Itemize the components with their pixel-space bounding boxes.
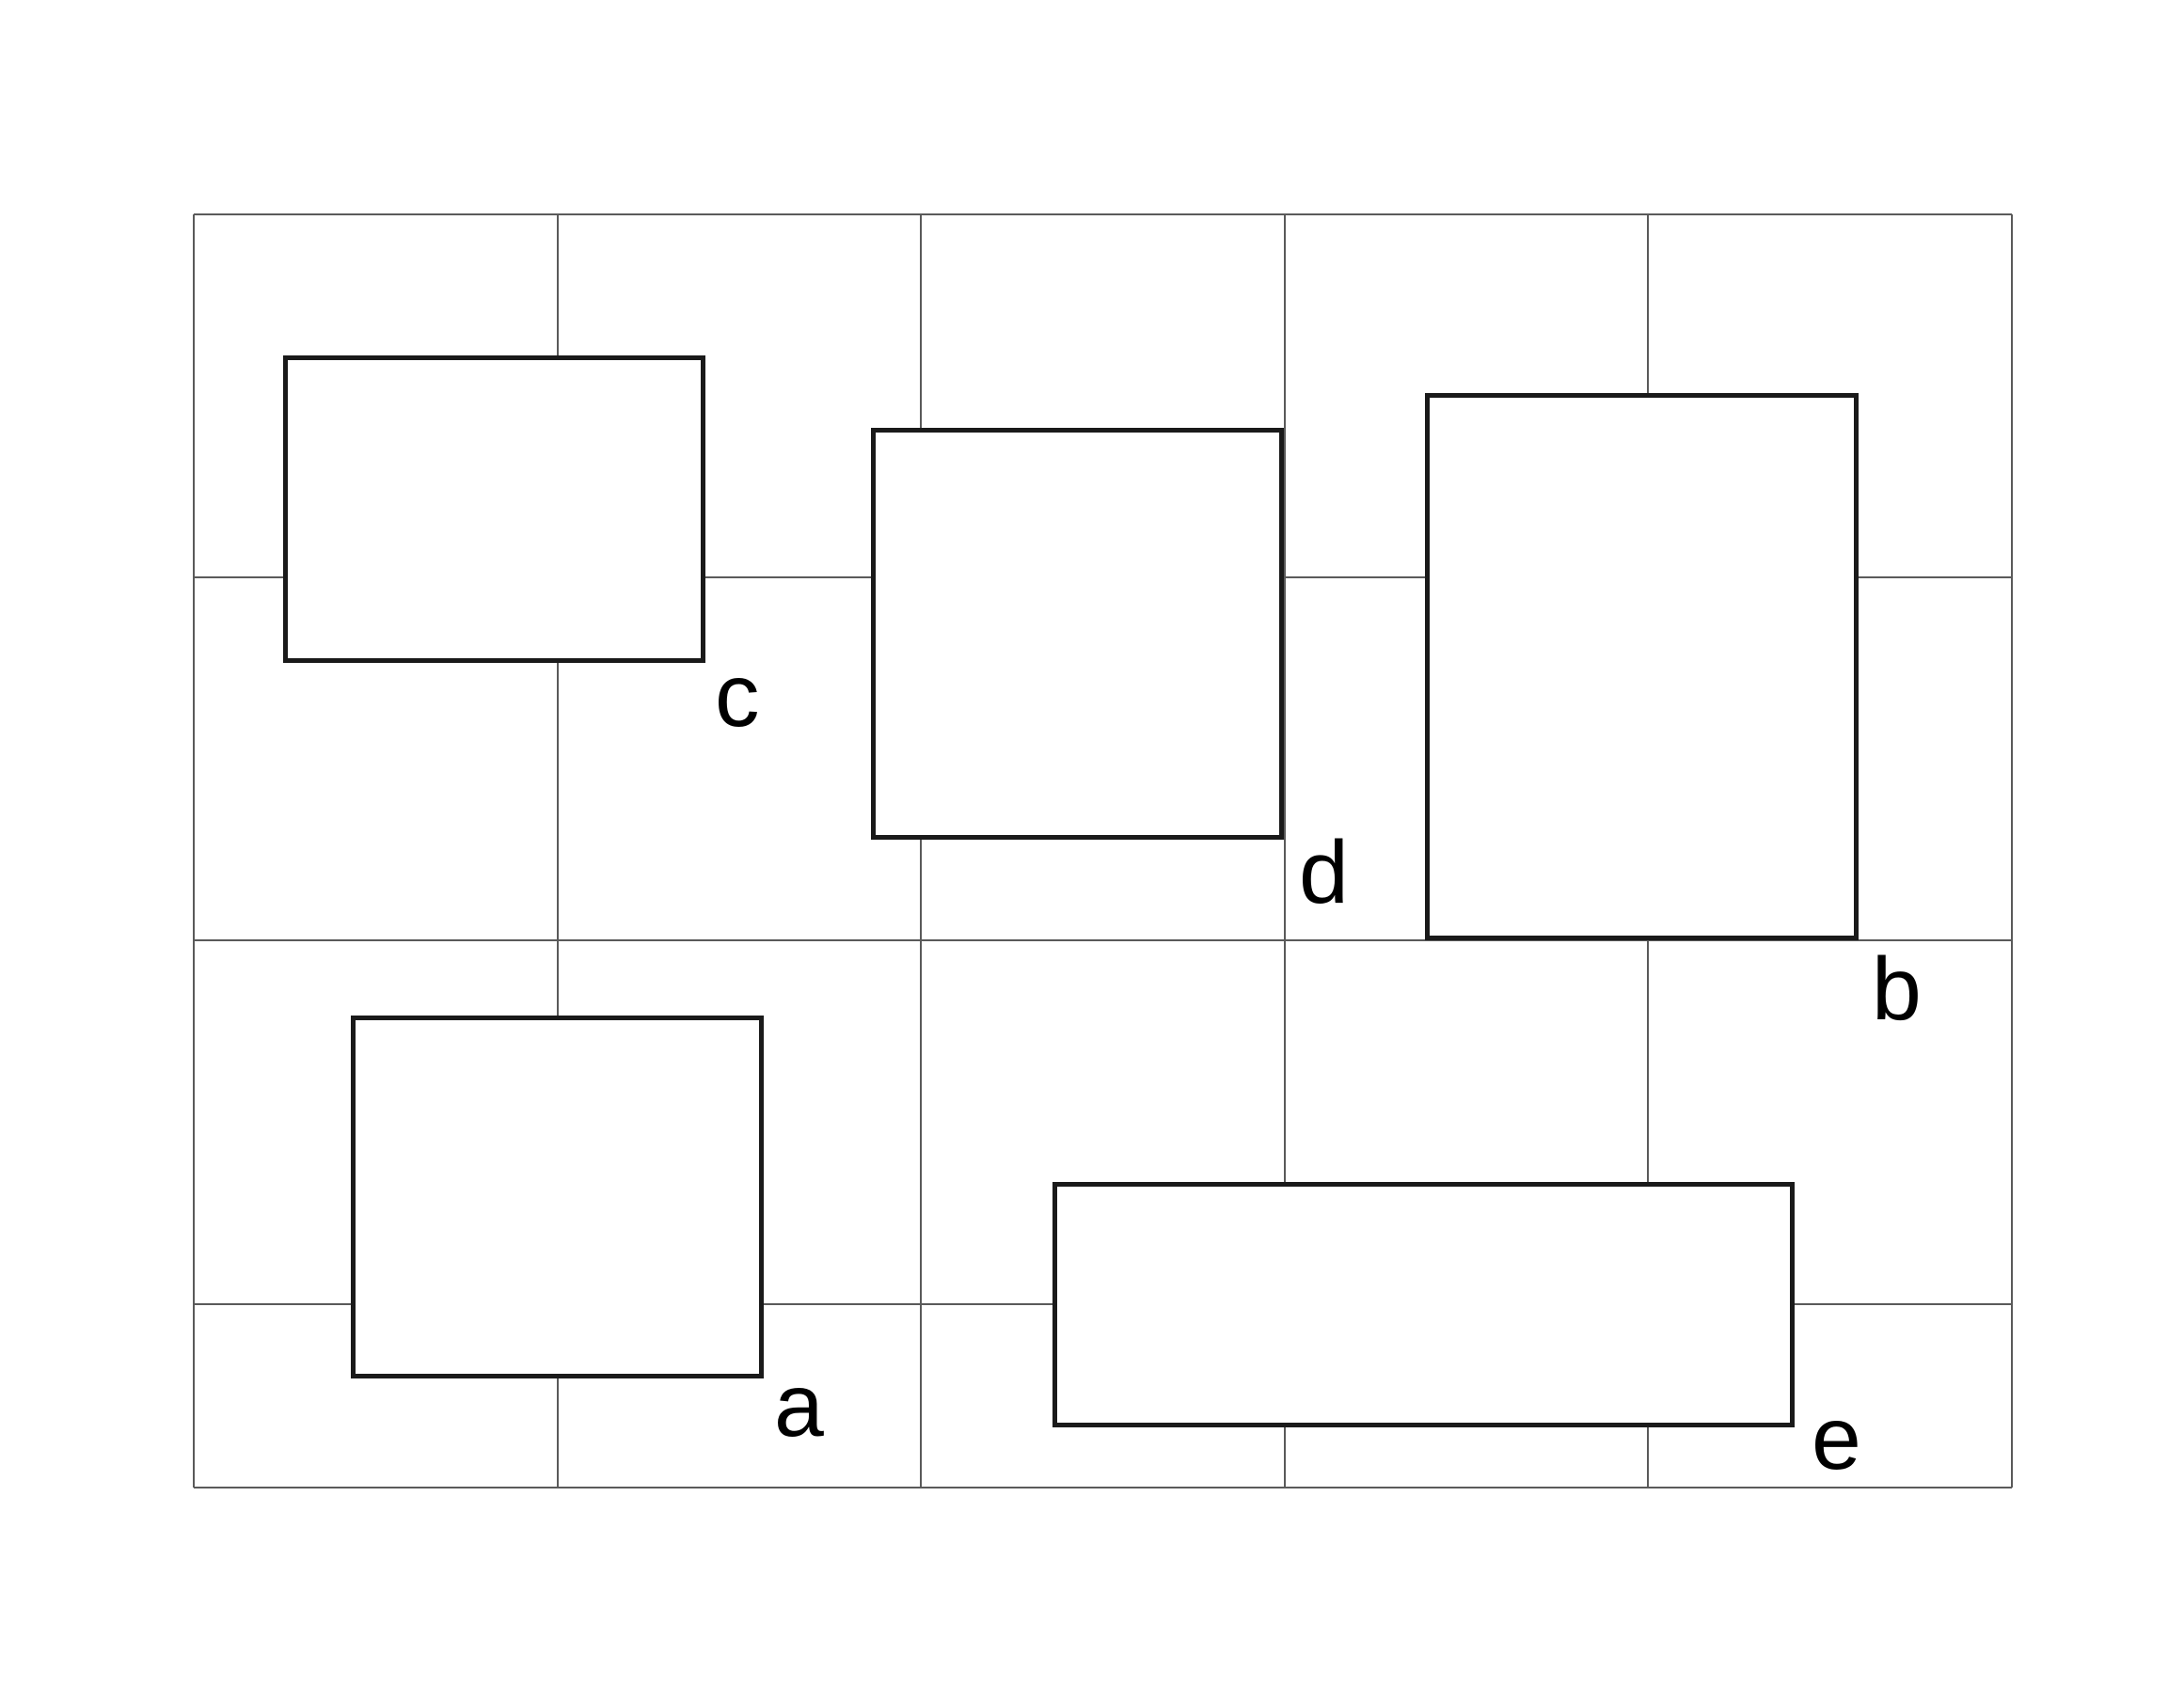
rectangle-b: [1425, 393, 1859, 940]
grid-horizontal-line-4: [194, 1487, 2012, 1488]
grid-vertical-line-3: [1284, 214, 1286, 1488]
grid-vertical-line-2: [920, 214, 922, 1488]
grid-vertical-line-1: [557, 214, 559, 1488]
label-c: c: [715, 646, 760, 746]
grid-horizontal-line-2: [194, 939, 2012, 941]
grid-vertical-line-0: [193, 214, 195, 1488]
rectangle-e: [1052, 1182, 1795, 1427]
label-b: b: [1872, 939, 1922, 1039]
grid-horizontal-line-0: [194, 213, 2012, 215]
label-d: d: [1299, 823, 1349, 922]
label-e: e: [1812, 1389, 1861, 1488]
rectangle-d: [871, 428, 1284, 840]
grid-vertical-line-5: [2011, 214, 2013, 1488]
rectangle-c: [283, 355, 705, 663]
rectangle-a: [351, 1016, 764, 1378]
label-a: a: [774, 1356, 824, 1456]
